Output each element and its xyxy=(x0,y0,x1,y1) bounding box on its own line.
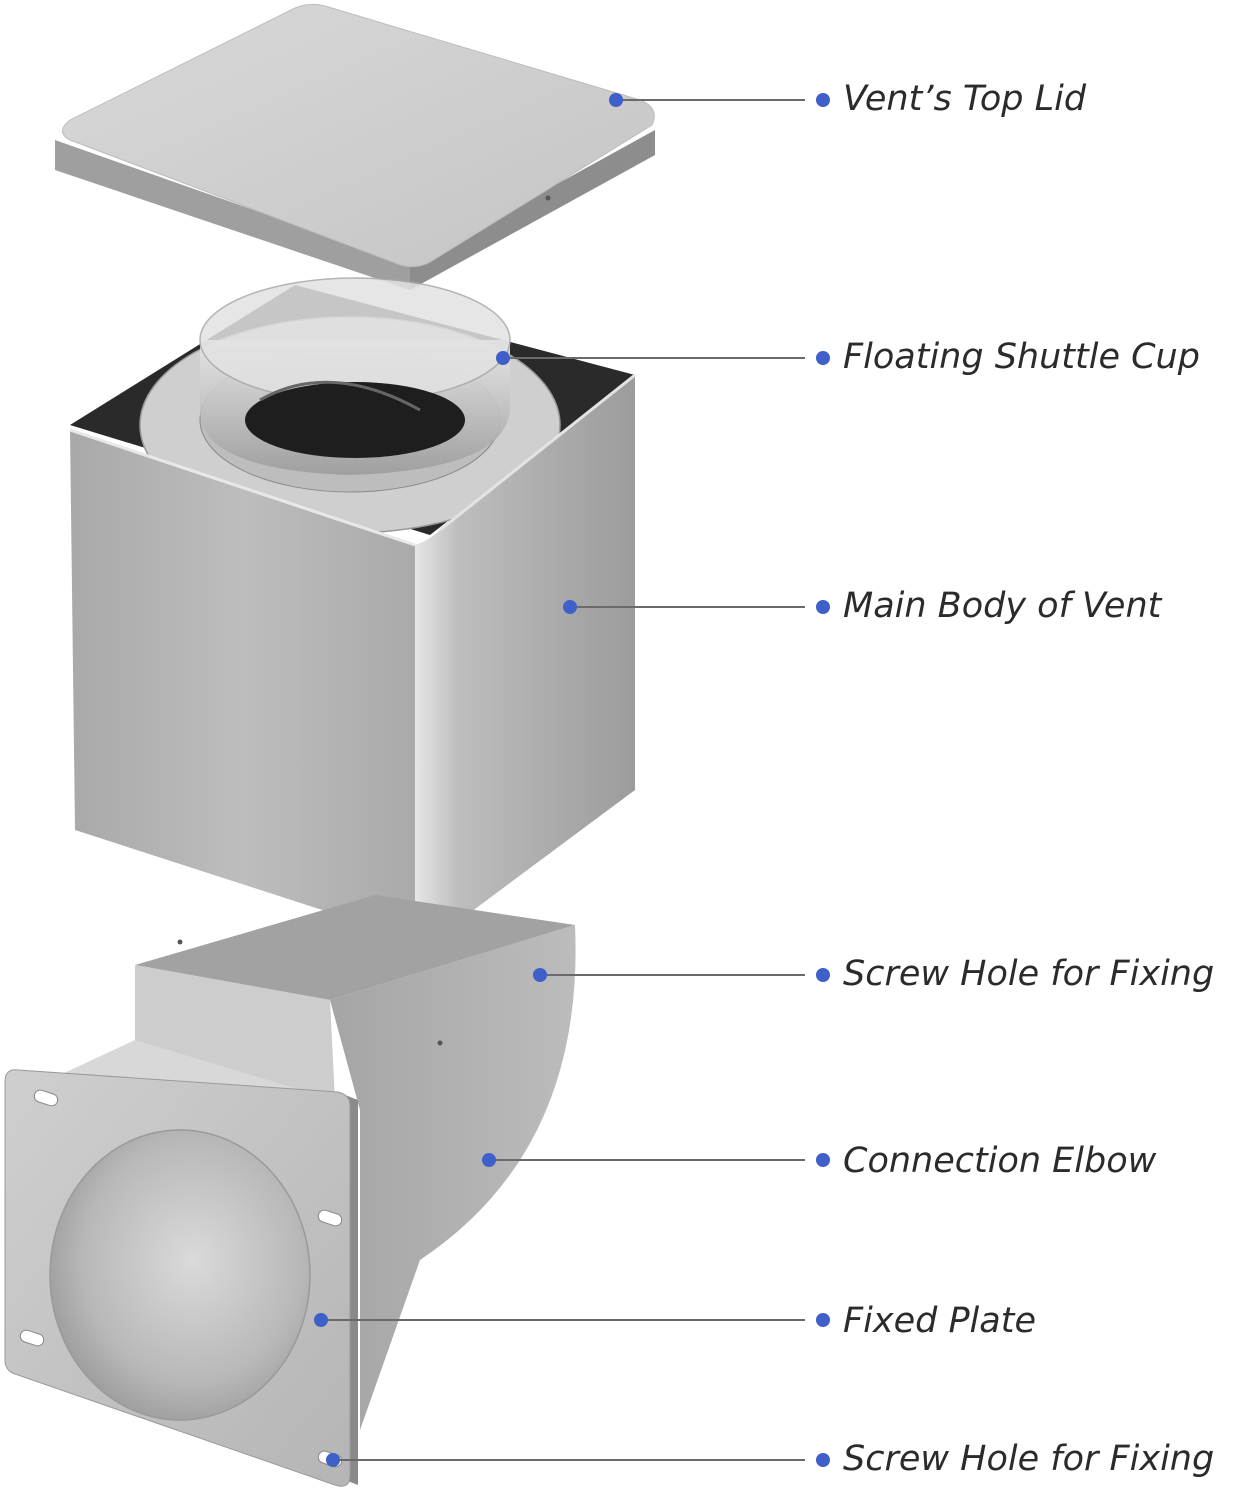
label-dot xyxy=(816,600,830,614)
label-screw-hole-lower: Screw Hole for Fixing xyxy=(843,1439,1214,1479)
callout-screw-hole-upper: Screw Hole for Fixing xyxy=(533,954,1214,994)
callouts: Vent’s Top Lid Floating Shuttle Cup Main… xyxy=(314,79,1214,1479)
anchor-dot xyxy=(533,968,547,982)
callout-main-body: Main Body of Vent xyxy=(563,586,1163,626)
label-dot xyxy=(816,1453,830,1467)
anchor-dot xyxy=(563,600,577,614)
callout-top-lid: Vent’s Top Lid xyxy=(609,79,1087,119)
top-lid-part xyxy=(55,3,655,290)
anchor-dot xyxy=(609,93,623,107)
label-dot xyxy=(816,968,830,982)
callout-elbow: Connection Elbow xyxy=(482,1141,1157,1181)
label-dot xyxy=(816,1313,830,1327)
label-screw-hole-upper: Screw Hole for Fixing xyxy=(843,954,1214,994)
anchor-dot xyxy=(482,1153,496,1167)
label-dot xyxy=(816,1153,830,1167)
label-fixed-plate: Fixed Plate xyxy=(843,1301,1036,1341)
anchor-dot xyxy=(496,351,510,365)
label-dot xyxy=(816,93,830,107)
anchor-dot xyxy=(314,1313,328,1327)
anchor-dot xyxy=(326,1453,340,1467)
callout-shuttle-cup: Floating Shuttle Cup xyxy=(496,337,1200,377)
main-body-part xyxy=(69,373,636,941)
label-elbow: Connection Elbow xyxy=(843,1141,1157,1181)
label-main-body: Main Body of Vent xyxy=(843,586,1163,626)
connection-elbow-part xyxy=(60,895,576,1430)
label-top-lid: Vent’s Top Lid xyxy=(843,79,1087,119)
shuttle-cup-part xyxy=(70,277,635,535)
fixed-plate-part xyxy=(4,1069,358,1487)
label-shuttle-cup: Floating Shuttle Cup xyxy=(843,337,1200,377)
callout-fixed-plate: Fixed Plate xyxy=(314,1301,1036,1341)
label-dot xyxy=(816,351,830,365)
callout-screw-hole-lower: Screw Hole for Fixing xyxy=(326,1439,1214,1479)
